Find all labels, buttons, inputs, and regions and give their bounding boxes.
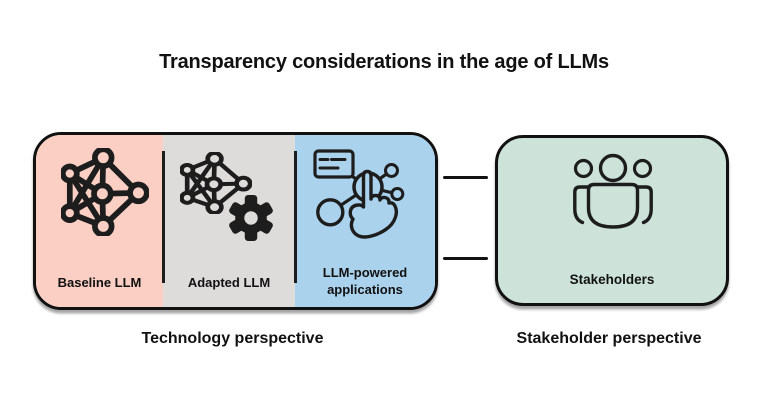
gear-icon [227, 194, 275, 242]
connector-line-top [443, 176, 488, 179]
baseline-llm-label: Baseline LLM [57, 275, 142, 291]
llm-application-icon [313, 149, 405, 239]
stakeholder-caption: Stakeholder perspective [516, 330, 702, 347]
neural-network-icon [61, 148, 149, 236]
stakeholders-box: Stakeholders [495, 135, 729, 306]
app-card-icon [313, 149, 355, 179]
section-llm-powered-applications: LLM-powered applications [295, 135, 435, 307]
diagram-title: Transparency considerations in the age o… [159, 51, 609, 73]
technology-caption: Technology perspective [141, 330, 324, 347]
connector-line-bottom [443, 257, 488, 260]
section-divider [294, 151, 297, 283]
stakeholders-label: Stakeholders [569, 272, 655, 287]
llm-powered-applications-label: LLM-powered applications [322, 265, 408, 298]
node-ring-icon [316, 198, 345, 227]
section-baseline-llm: Baseline LLM [36, 135, 163, 307]
section-divider [162, 151, 165, 283]
section-adapted-llm: Adapted LLM [163, 135, 295, 307]
technology-box: Baseline LLM Adapted LLM [33, 132, 438, 310]
pointing-hand-icon [348, 169, 399, 239]
adapted-llm-label: Adapted LLM [187, 275, 271, 291]
people-group-icon [573, 153, 653, 229]
